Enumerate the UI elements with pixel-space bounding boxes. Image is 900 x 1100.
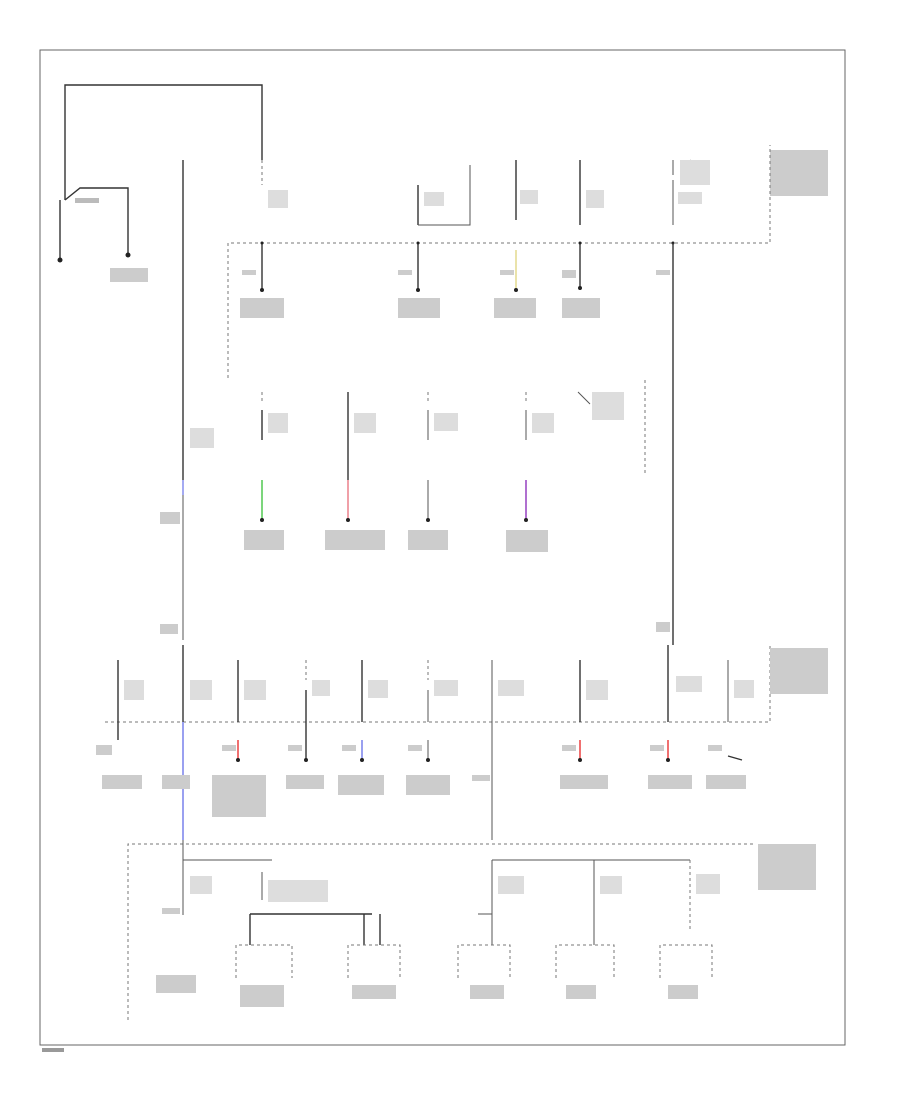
top-fuse-row (227, 140, 828, 645)
bottom-section (127, 840, 816, 1020)
middle-fuse-row (160, 160, 646, 640)
diagram-border (39, 49, 846, 1046)
starting-system-label (110, 268, 148, 282)
lower-fuse-row (96, 622, 828, 840)
bottom-right-box-label (758, 844, 816, 890)
battery-section (57, 84, 263, 282)
corner-tag (42, 1048, 64, 1052)
top-right-box-label (770, 150, 828, 196)
battery-label (75, 198, 99, 203)
mid-right-box-label (770, 648, 828, 694)
